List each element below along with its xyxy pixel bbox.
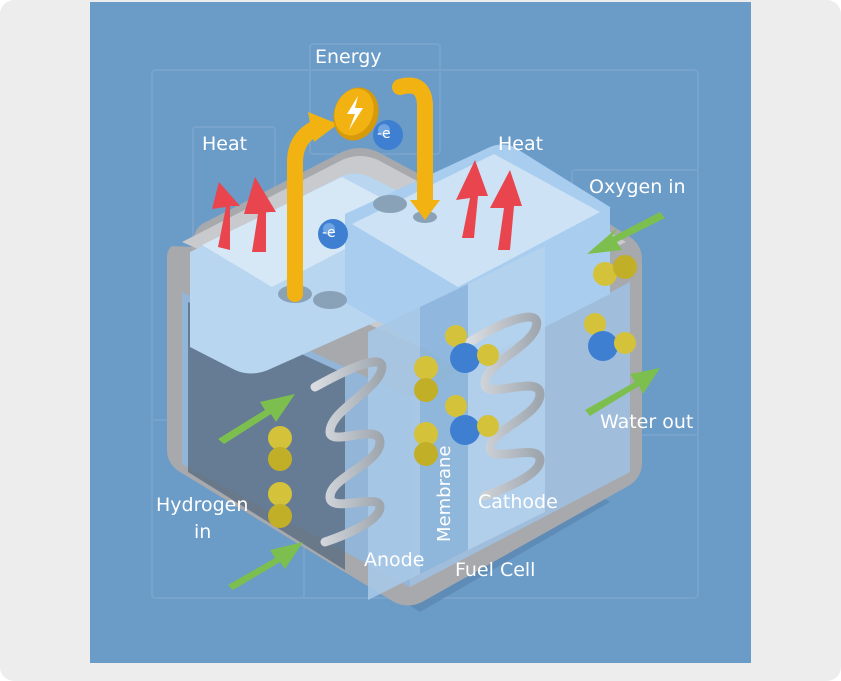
oxygen-molecule <box>593 255 637 286</box>
membrane-label: Membrane <box>434 445 455 542</box>
water-out-label: Water out <box>600 411 694 433</box>
hydrogen-in-arrow-upper <box>218 394 295 444</box>
electron-label-2: -e <box>322 225 336 241</box>
electron-2 <box>318 219 348 249</box>
oxygen-in-arrow <box>587 212 665 254</box>
energy-wire-in <box>392 77 433 210</box>
lightning-bolt-icon <box>333 87 379 141</box>
electron-1 <box>373 120 403 150</box>
anode-coil <box>310 357 387 547</box>
energy-wire-in-arrowhead <box>410 200 440 220</box>
energy-label: Energy <box>315 46 382 68</box>
water-molecules <box>445 313 636 445</box>
fuel-cell-label: Fuel Cell <box>455 559 536 581</box>
hydrogen-in-label-line1: Hydrogen <box>156 494 249 516</box>
energy-wire-arrowhead <box>308 112 338 142</box>
terminal-cathode <box>373 195 407 213</box>
oxygen-in-label: Oxygen in <box>589 176 686 198</box>
heat-label-right: Heat <box>498 133 544 155</box>
heat-arrows-right <box>456 160 522 250</box>
hydrogen-in-arrow-lower <box>228 542 303 590</box>
terminal-anode-2 <box>313 291 347 309</box>
hydrogen-in-label-line2: in <box>194 521 212 543</box>
fuel-cell-diagram: Energy Heat Heat Oxygen in Water out Hyd… <box>90 2 751 663</box>
heat-arrows-left <box>212 177 276 252</box>
fuel-cell-illustration <box>151 43 699 612</box>
heat-label-left: Heat <box>202 133 248 155</box>
electron-label-1: -e <box>377 126 391 142</box>
anode-label: Anode <box>364 549 425 571</box>
cathode-coil <box>465 312 545 501</box>
hydrogen-molecules <box>268 356 438 528</box>
water-out-arrow <box>585 368 660 416</box>
cathode-lid-top <box>352 154 600 287</box>
left-chamber-dark <box>188 302 345 570</box>
cathode-label: Cathode <box>478 491 558 513</box>
anode-lid-top <box>202 177 412 287</box>
